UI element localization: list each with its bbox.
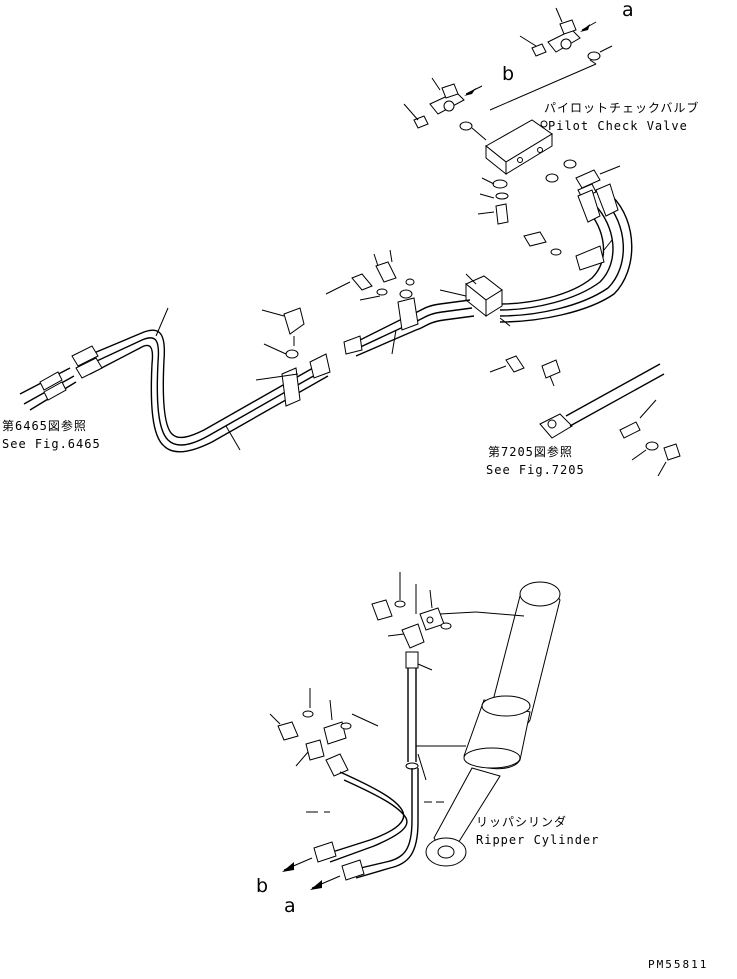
callout-a-top: a: [622, 0, 634, 21]
hoses-from-valve: [499, 183, 633, 323]
valve-hose-fittings: [575, 165, 621, 199]
ref-6465-label-en: See Fig.6465: [2, 437, 101, 451]
ref-6465-label-jp: 第6465図参照: [2, 418, 87, 433]
pilot-check-valve-label-jp: パイロットチェックバルブ: [544, 100, 699, 115]
hose-clamp-block: [439, 273, 511, 327]
callout-b-bottom: b: [256, 875, 268, 897]
vertical-pipe: [405, 651, 433, 781]
valve-mounting-hardware: [477, 177, 562, 256]
long-tube-bundle: [81, 307, 331, 453]
ref-7205-label-jp: 第7205図参照: [488, 444, 573, 459]
lower-fittings: [269, 688, 379, 777]
ripper-link-assembly: [489, 355, 681, 477]
pilot-check-valve-block: [459, 59, 597, 183]
callout-a-bottom: a: [284, 895, 296, 917]
ripper-cylinder-label-jp: リッパシリンダ: [476, 814, 567, 829]
tube-clamp-bolts: [325, 249, 415, 301]
cylinder-elbow-fitting: [371, 572, 452, 649]
ripper-cylinder-label-en: Ripper Cylinder: [476, 833, 599, 847]
ref-7205-label-en: See Fig.7205: [486, 463, 585, 477]
tube-bundle-top: [343, 289, 475, 357]
left-hose-ends: [19, 345, 103, 411]
callout-b-top: b: [502, 63, 514, 85]
drawing-code: PM55811: [648, 958, 708, 971]
ripper-cylinder: [416, 581, 561, 867]
pilot-check-valve-label-en: Pilot Check Valve: [548, 119, 688, 133]
fitting-b-top: [403, 77, 483, 129]
fitting-a-top: [519, 7, 613, 61]
bottom-hoses: [282, 768, 444, 890]
